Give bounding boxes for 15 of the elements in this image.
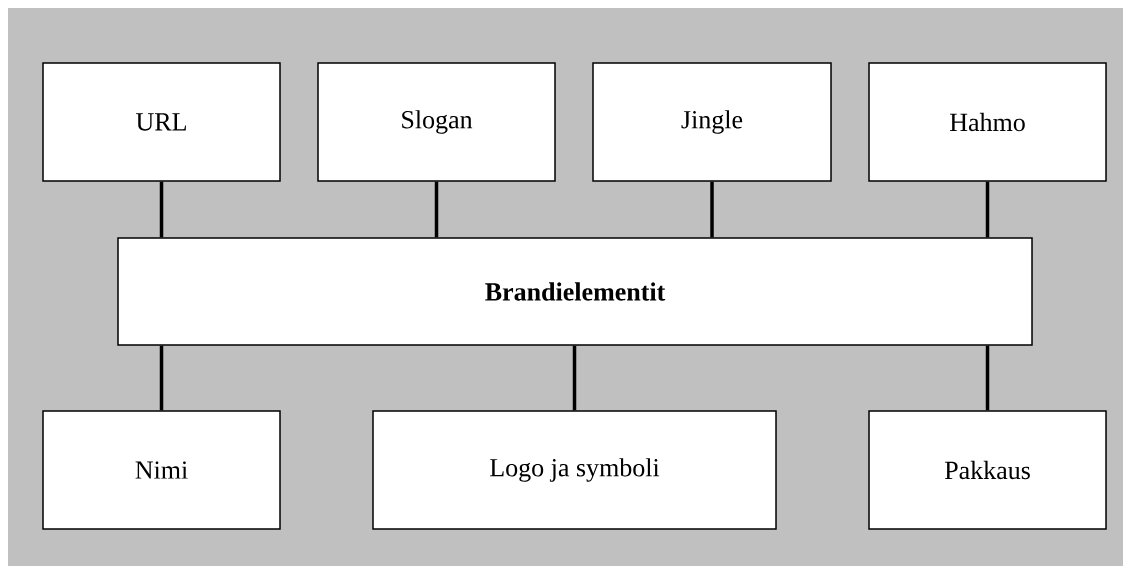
connector-line (985, 181, 990, 238)
connector-line (710, 181, 714, 238)
connector-line (159, 345, 164, 411)
connector-line (159, 181, 164, 238)
connector-line (572, 345, 577, 411)
connector-line (985, 345, 990, 411)
element-box: Pakkaus (868, 410, 1107, 530)
element-box: Jingle (592, 62, 832, 182)
element-box: Nimi (42, 410, 281, 530)
element-box: Logo ja symboli (372, 410, 777, 530)
element-box: Slogan (317, 62, 556, 182)
connector-line (434, 181, 439, 238)
element-box: Hahmo (868, 62, 1107, 182)
element-box: URL (42, 62, 281, 182)
element-box: Brandielementit (117, 237, 1033, 346)
